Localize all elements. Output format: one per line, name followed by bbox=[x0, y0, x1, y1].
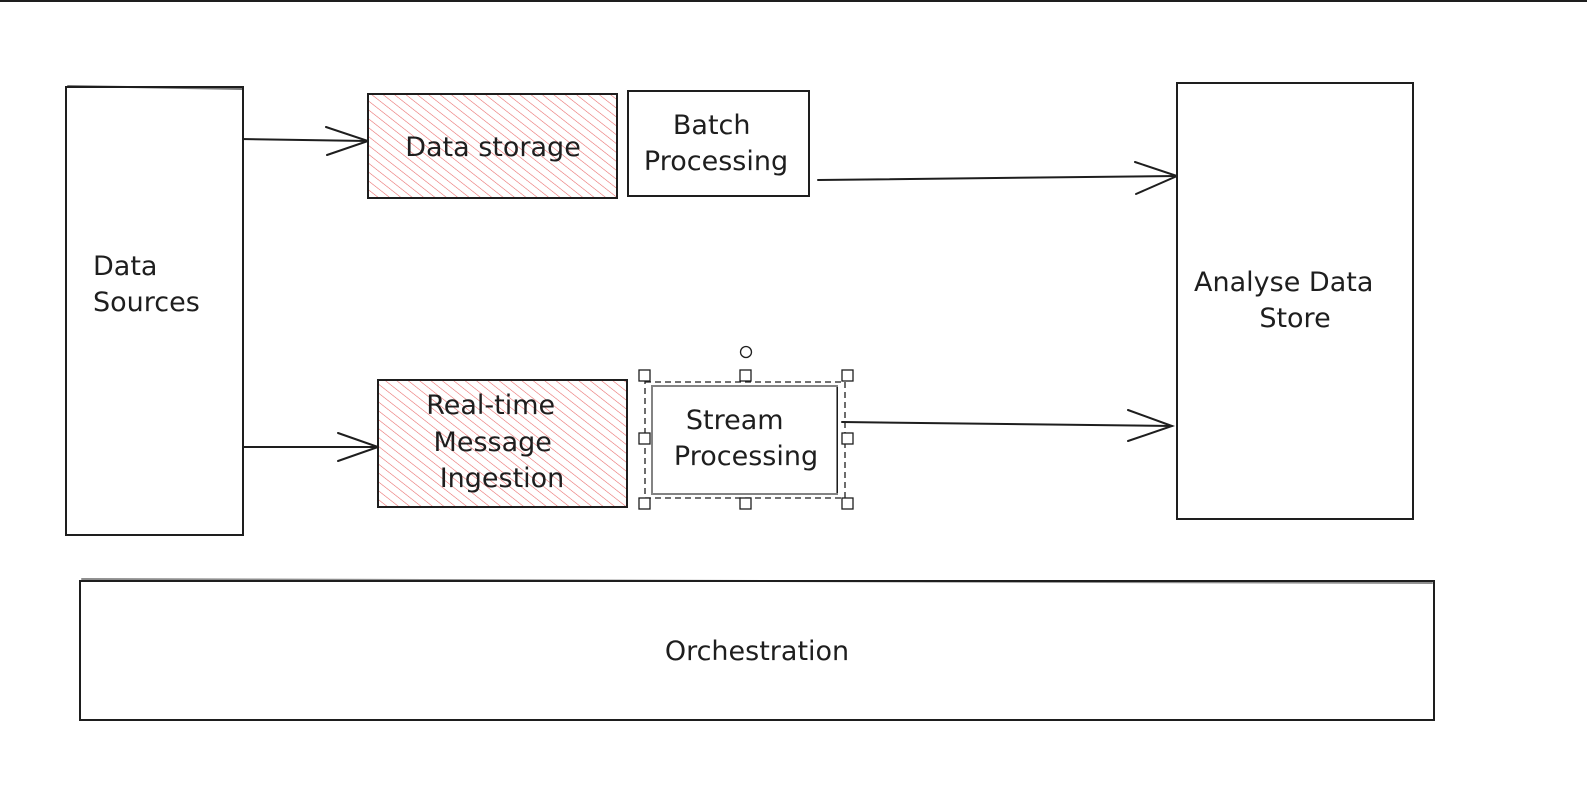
node-data-storage[interactable]: Data storage bbox=[367, 93, 618, 199]
resize-handle-n[interactable] bbox=[739, 369, 752, 382]
resize-handle-nw[interactable] bbox=[638, 369, 651, 382]
selection-box[interactable] bbox=[638, 345, 854, 510]
edge-stream-to-analyse[interactable] bbox=[841, 409, 1176, 442]
rotate-handle[interactable] bbox=[739, 345, 753, 359]
node-batch-processing[interactable]: Batch Processing bbox=[627, 90, 810, 197]
resize-handle-w[interactable] bbox=[638, 432, 651, 445]
node-realtime-ingestion-label: Real-time Message Ingestion bbox=[426, 390, 564, 494]
node-batch-processing-label: Batch Processing bbox=[644, 110, 788, 177]
node-analyse-data-store[interactable]: Analyse Data Store bbox=[1176, 82, 1414, 520]
edge-batch-to-analyse[interactable] bbox=[817, 161, 1180, 195]
resize-handle-e[interactable] bbox=[841, 432, 854, 445]
resize-handle-s[interactable] bbox=[739, 497, 752, 510]
resize-handle-se[interactable] bbox=[841, 497, 854, 510]
resize-handle-sw[interactable] bbox=[638, 497, 651, 510]
node-stream-processing-label: Stream Processing bbox=[674, 405, 818, 472]
node-data-storage-label: Data storage bbox=[405, 132, 581, 163]
node-analyse-data-store-label: Analyse Data Store bbox=[1194, 267, 1382, 334]
edge-sources-to-storage[interactable] bbox=[239, 126, 372, 156]
node-orchestration-label: Orchestration bbox=[665, 636, 849, 667]
edge-sources-to-ingestion[interactable] bbox=[243, 432, 382, 462]
node-data-sources[interactable]: Data Sources bbox=[65, 85, 244, 536]
node-stream-processing[interactable]: Stream Processing bbox=[651, 385, 838, 495]
node-orchestration[interactable]: Orchestration bbox=[79, 578, 1435, 721]
resize-handle-ne[interactable] bbox=[841, 369, 854, 382]
node-data-sources-label: Data Sources bbox=[93, 251, 200, 318]
node-realtime-ingestion[interactable]: Real-time Message Ingestion bbox=[377, 379, 628, 508]
